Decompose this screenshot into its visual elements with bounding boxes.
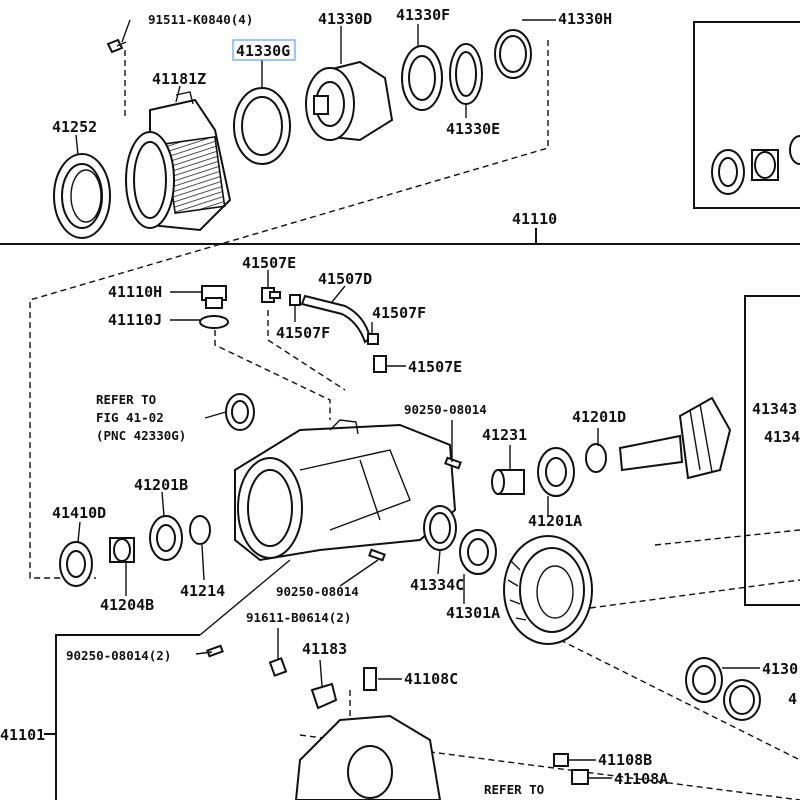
label-41201D: 41201D <box>572 408 626 426</box>
plug-41110H-icon <box>201 285 227 309</box>
label-41330D: 41330D <box>318 10 372 28</box>
refer-to-line-3: (PNC 42330G) <box>96 428 186 443</box>
label-4130: 4130 <box>762 660 798 678</box>
bearing-41201A-icon <box>537 447 575 497</box>
cover-41183-icon <box>310 682 338 710</box>
ring-gear-41301A-icon <box>503 535 593 645</box>
label-41183: 41183 <box>302 640 347 658</box>
clip-41507F-icon <box>289 294 301 306</box>
refer-to-line-2: FIG 41-02 <box>96 410 164 425</box>
label-41330G: 41330G <box>236 42 290 60</box>
dashed-line-right-1 <box>654 529 800 546</box>
label-41507D: 41507D <box>318 270 372 288</box>
bolt-91511-icon <box>106 38 127 54</box>
dashed-line-plug <box>214 330 331 420</box>
label-41330E: 41330E <box>446 120 500 138</box>
assembly-bracket-41101 <box>55 634 200 800</box>
label-4134: 4134 <box>764 428 800 446</box>
dashed-line-breather <box>267 310 346 391</box>
inset-bearing-icon <box>751 135 800 181</box>
drive-pinion-icon <box>618 396 732 480</box>
washer-bottom-right-icon <box>723 679 761 721</box>
shim-41201D-icon <box>585 443 607 473</box>
label-91611: 91611-B0614(2) <box>246 610 351 625</box>
label-41231: 41231 <box>482 426 527 444</box>
label-41108A: 41108A <box>614 770 668 788</box>
label-41410D: 41410D <box>52 504 106 522</box>
clip-41507F-b-icon <box>367 333 379 345</box>
bearing-race-41330G-icon <box>233 87 291 165</box>
label-91511: 91511-K0840(4) <box>148 12 253 27</box>
plug-41108A-icon <box>571 769 589 785</box>
differential-carrier-icon <box>234 419 457 562</box>
bearing-ring-side-icon <box>459 529 497 575</box>
lower-case-icon <box>294 714 442 800</box>
label-4: 4 <box>788 690 797 708</box>
breather-41507E-icon <box>261 287 281 303</box>
label-41204B: 41204B <box>100 596 154 614</box>
selected-label-highlight <box>232 39 296 61</box>
spacer-41204B-icon <box>109 537 135 563</box>
label-41201A: 41201A <box>528 512 582 530</box>
refer-to-line-1: REFER TO <box>96 392 156 407</box>
label-41507E-bottom: 41507E <box>408 358 462 376</box>
inset-seal-icon <box>711 149 745 195</box>
plug-41108B-icon <box>553 753 569 767</box>
seal-4130-icon <box>685 657 723 703</box>
seal-41410D-icon <box>59 541 93 587</box>
union-41507E-icon <box>373 355 387 373</box>
dashed-line-right-3 <box>559 639 800 761</box>
seal-ref-42330G-icon <box>225 393 255 431</box>
stud-90250-c-icon <box>206 644 224 658</box>
stud-90250-a-icon <box>444 456 462 470</box>
bolt-91611-icon <box>268 657 288 677</box>
label-41110: 41110 <box>512 210 557 228</box>
collar-41231-icon <box>491 469 525 495</box>
label-41214: 41214 <box>180 582 225 600</box>
housing-41181Z-icon <box>125 91 232 232</box>
label-41507E-top: 41507E <box>242 254 296 272</box>
shim-41214-icon <box>189 515 211 545</box>
leader-lines <box>75 19 760 779</box>
label-41110J: 41110J <box>108 311 162 329</box>
label-41252: 41252 <box>52 118 97 136</box>
oil-seal-41252-icon <box>53 153 111 239</box>
inset-box-right <box>744 295 800 606</box>
label-41507F-a: 41507F <box>372 304 426 322</box>
label-41101: 41101 <box>0 726 45 744</box>
refer-to-bottom: REFER TO <box>484 782 544 797</box>
plug-41108C-icon <box>363 667 377 691</box>
label-41507F-b: 41507F <box>276 324 330 342</box>
sleeve-41330D-icon <box>305 60 394 142</box>
label-90250-c: 90250-08014(2) <box>66 648 171 663</box>
label-41330H: 41330H <box>558 10 612 28</box>
bearing-41201B-icon <box>149 515 183 561</box>
assembly-dashed-boundary <box>29 40 549 579</box>
stud-90250-b-icon <box>368 548 386 562</box>
label-41181Z: 41181Z <box>152 70 206 88</box>
gasket-41110J-icon <box>199 315 229 329</box>
label-41108B: 41108B <box>598 751 652 769</box>
label-41343: 41343 <box>752 400 797 418</box>
bearing-41330F-icon <box>401 45 443 111</box>
label-41334C: 41334C <box>410 576 464 594</box>
washer-41330E-icon <box>449 43 483 105</box>
hose-41507D-icon <box>300 294 372 344</box>
inset-box-top-right <box>693 21 800 209</box>
label-90250-b: 90250-08014 <box>276 584 359 599</box>
label-41201B: 41201B <box>134 476 188 494</box>
dashed-line-right-2 <box>589 579 800 609</box>
label-41330F: 41330F <box>396 6 450 24</box>
label-41108C: 41108C <box>404 670 458 688</box>
washer-41334C-icon <box>423 505 457 551</box>
shim-41330H-icon <box>494 29 532 79</box>
label-41110H: 41110H <box>108 283 162 301</box>
label-41301A: 41301A <box>446 604 500 622</box>
label-90250-a: 90250-08014 <box>404 402 487 417</box>
